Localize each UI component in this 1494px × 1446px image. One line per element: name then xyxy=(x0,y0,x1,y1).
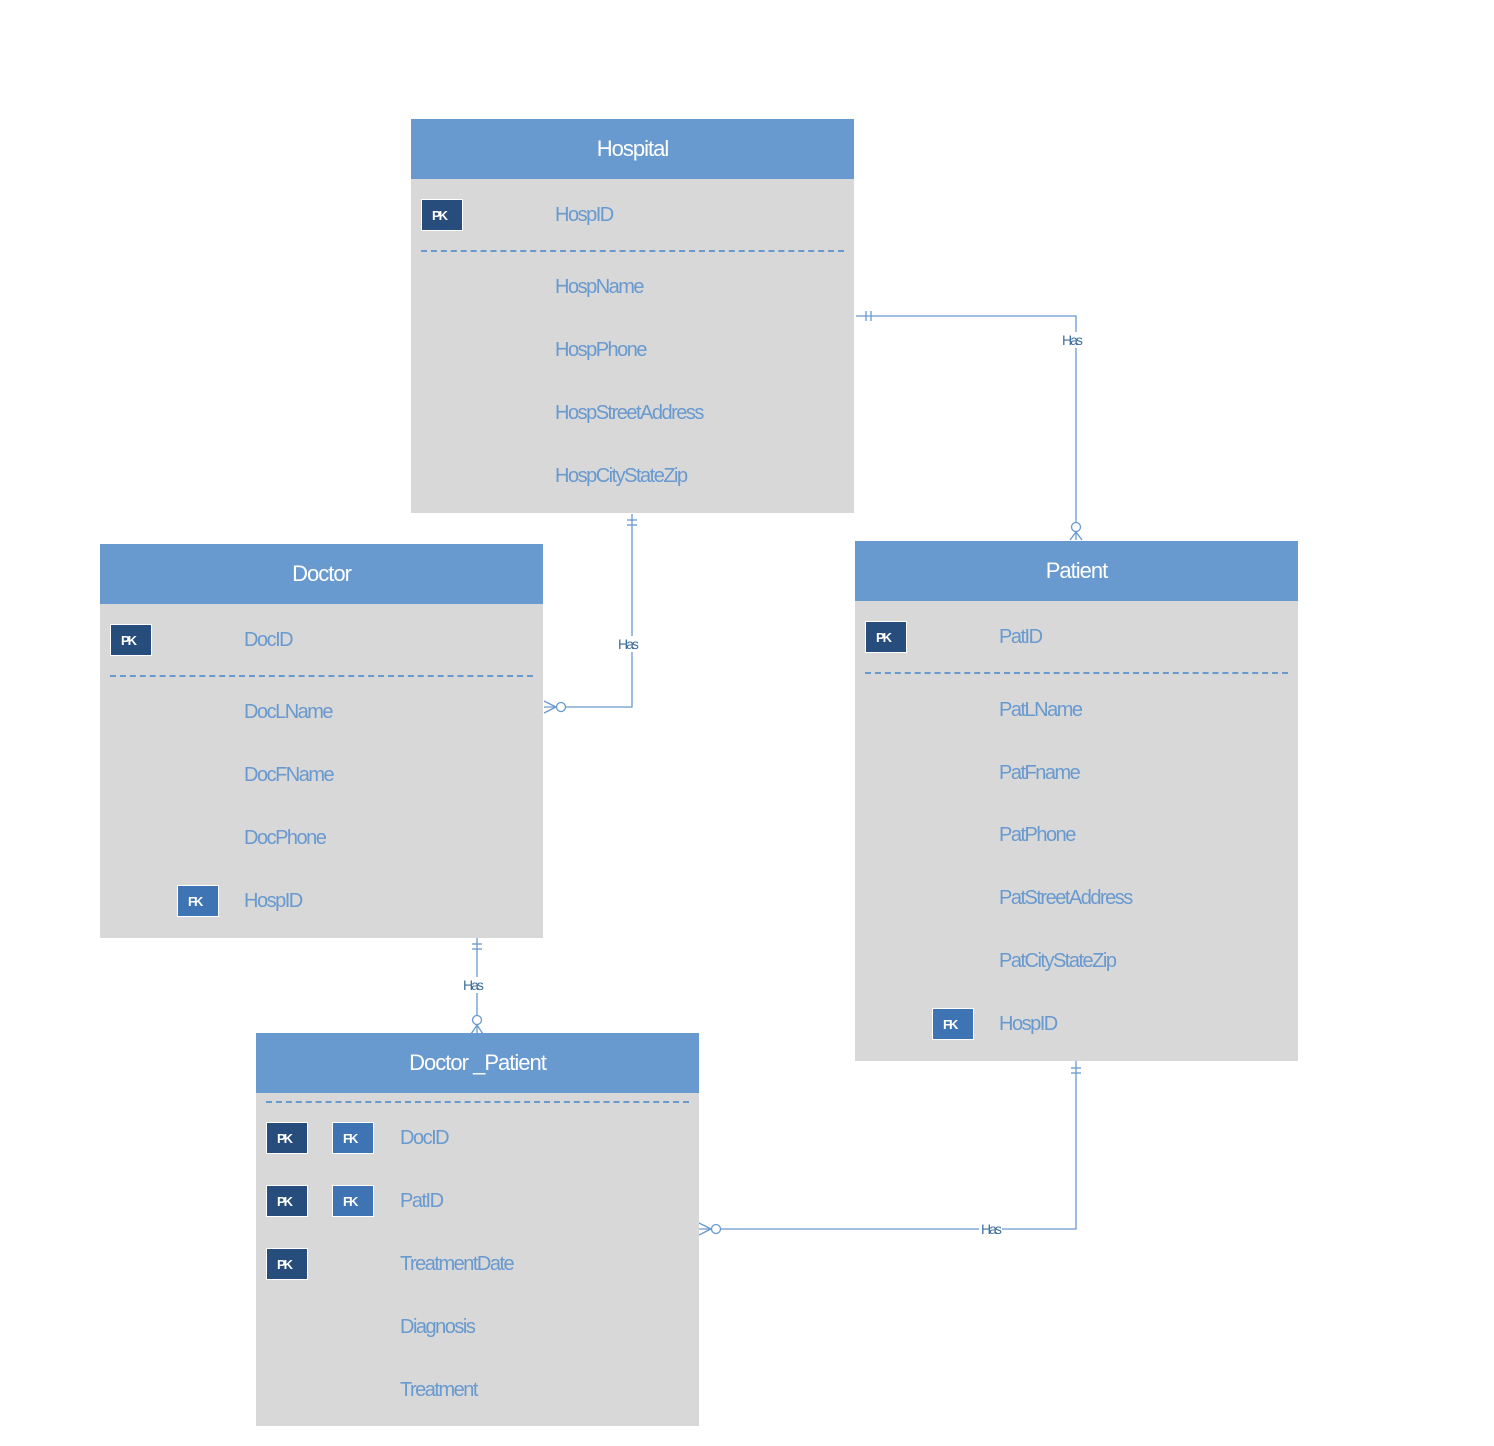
pk-badge: PK xyxy=(266,1122,308,1154)
key-divider xyxy=(110,675,533,677)
entity-title: Doctor _Patient xyxy=(256,1033,699,1093)
key-divider xyxy=(421,250,844,252)
entity-hospital[interactable]: Hospital PK HospID HospName HospPhone Ho… xyxy=(411,119,854,513)
entity-doctor-patient[interactable]: Doctor _Patient PK FK DocID PK FK PatID … xyxy=(256,1033,699,1426)
attribute-doclname: DocLName xyxy=(244,701,334,723)
relationship-label-hospital-patient: Has xyxy=(1060,332,1083,348)
pk-badge: PK xyxy=(865,621,907,653)
relationship-label-patient-doctorpatient: Has xyxy=(979,1221,1002,1237)
relationship-label-hospital-doctor: Has xyxy=(616,636,639,652)
pk-badge: PK xyxy=(421,199,463,231)
entity-title: Doctor xyxy=(100,544,543,604)
attribute-docfname: DocFName xyxy=(244,764,335,786)
attribute-patstreetaddress: PatStreetAddress xyxy=(999,887,1133,909)
attribute-hospstreetaddress: HospStreetAddress xyxy=(555,402,704,424)
attribute-hospid-fk: HospID xyxy=(244,890,303,912)
attribute-patphone: PatPhone xyxy=(999,824,1076,846)
attribute-patcitystatezip: PatCityStateZip xyxy=(999,950,1117,972)
attribute-docphone: DocPhone xyxy=(244,827,327,849)
pk-badge: PK xyxy=(266,1248,308,1280)
fk-badge: FK xyxy=(332,1122,374,1154)
fk-badge: FK xyxy=(332,1185,374,1217)
attribute-hospcitystatezip: HospCityStateZip xyxy=(555,465,688,487)
entity-title: Hospital xyxy=(411,119,854,179)
attribute-docid: DocID xyxy=(400,1127,450,1149)
attribute-patlname: PatLName xyxy=(999,699,1083,721)
attribute-patid: PatID xyxy=(400,1190,444,1212)
attribute-patid: PatID xyxy=(999,626,1043,648)
attribute-treatmentdate: TreatmentDate xyxy=(400,1253,515,1275)
attribute-hospphone: HospPhone xyxy=(555,339,648,361)
key-divider xyxy=(266,1101,689,1103)
relationship-hospital-patient xyxy=(856,311,1083,541)
fk-badge: FK xyxy=(177,885,219,917)
attribute-diagnosis: Diagnosis xyxy=(400,1316,476,1338)
attribute-patfname: PatFname xyxy=(999,762,1081,784)
attribute-treatment: Treatment xyxy=(400,1379,478,1401)
relationship-label-doctor-doctorpatient: Has xyxy=(461,977,484,993)
entity-patient[interactable]: Patient PK PatID PatLName PatFname PatPh… xyxy=(855,541,1298,1061)
key-divider xyxy=(865,672,1288,674)
fk-badge: FK xyxy=(932,1008,974,1040)
attribute-hospid: HospID xyxy=(555,204,614,226)
attribute-hospid-fk: HospID xyxy=(999,1013,1058,1035)
attribute-hospname: HospName xyxy=(555,276,645,298)
attribute-docid: DocID xyxy=(244,629,294,651)
pk-badge: PK xyxy=(110,624,152,656)
entity-title: Patient xyxy=(855,541,1298,601)
entity-doctor[interactable]: Doctor PK DocID DocLName DocFName DocPho… xyxy=(100,544,543,938)
relationship-hospital-doctor xyxy=(543,514,637,714)
relationship-patient-doctorpatient xyxy=(698,1061,1081,1236)
pk-badge: PK xyxy=(266,1185,308,1217)
